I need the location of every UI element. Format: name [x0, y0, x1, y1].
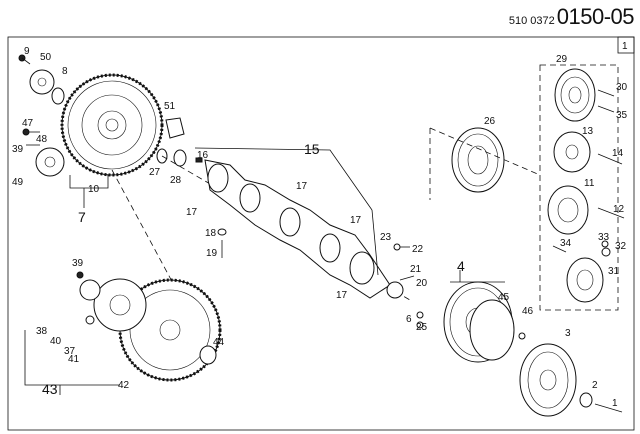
callout-18: 18 [205, 228, 217, 239]
flywheel-group [18, 54, 187, 208]
vibration-damper [443, 281, 526, 363]
callout-7: 7 [78, 209, 86, 225]
callout-27: 27 [149, 167, 161, 178]
callout-51: 51 [164, 101, 176, 112]
ring-45 [469, 299, 515, 361]
washer-18 [217, 228, 227, 236]
callout-35: 35 [616, 110, 628, 121]
bushing [51, 87, 65, 105]
woodruff-key-16 [195, 157, 203, 163]
callout-8: 8 [62, 66, 68, 77]
pulley-26 [451, 127, 505, 193]
callout-17-d: 17 [336, 290, 348, 301]
callout-42: 42 [118, 380, 130, 391]
pulley-31 [566, 257, 604, 303]
callout-33: 33 [598, 232, 610, 243]
callout-17-b: 17 [186, 207, 198, 218]
ring-gear-flywheel [76, 271, 222, 382]
washer-2 [579, 392, 593, 408]
callout-22: 22 [412, 244, 424, 255]
callout-34: 34 [560, 238, 572, 249]
callout-31: 31 [608, 266, 620, 277]
callout-43: 43 [42, 381, 58, 397]
pilot-sleeve [165, 117, 185, 139]
pulley-29 [554, 68, 596, 122]
callout-2: 2 [592, 380, 598, 391]
callout-4: 4 [457, 258, 465, 274]
callout-49: 49 [12, 177, 24, 188]
callout-50: 50 [40, 52, 52, 63]
callout-3: 3 [565, 328, 571, 339]
callout-48: 48 [36, 134, 48, 145]
callout-39-bottom: 39 [72, 258, 84, 269]
timing-gear [386, 281, 404, 299]
doc-number: 510 0372 [508, 15, 555, 27]
callout-47: 47 [22, 118, 34, 129]
callout-15: 15 [304, 141, 320, 157]
callout-23: 23 [380, 232, 392, 243]
crankshaft [204, 159, 404, 299]
drawing-frame [7, 36, 635, 431]
callout-28: 28 [170, 175, 182, 186]
callout-37: 37 [64, 346, 76, 357]
bolt-12 [597, 207, 625, 219]
callout-16: 16 [197, 150, 209, 161]
callout-13: 13 [582, 126, 594, 137]
callout-19: 19 [206, 248, 218, 259]
callout-25: 25 [416, 322, 428, 333]
sheet-id: 0150-05 [556, 4, 635, 29]
drive-plate [29, 69, 55, 95]
callout-12: 12 [613, 204, 625, 215]
page-box-label: 1 [622, 41, 628, 52]
callout-21: 21 [410, 264, 422, 275]
hub-13 [553, 131, 591, 173]
callout-6: 6 [406, 314, 412, 325]
callout-17-a: 17 [296, 181, 308, 192]
callout-10: 10 [88, 184, 100, 195]
callout-30: 30 [616, 82, 628, 93]
callout-44: 44 [213, 337, 225, 348]
callout-14: 14 [612, 148, 624, 159]
page-box [617, 36, 635, 54]
callout-20: 20 [416, 278, 428, 289]
pulley-11 [547, 185, 589, 235]
callout-41: 41 [68, 354, 80, 365]
bushing-44 [199, 345, 217, 365]
document-header: 510 0372 0150-05 [508, 4, 635, 30]
callout-39-top: 39 [12, 144, 24, 155]
callout-40: 40 [50, 336, 62, 347]
callout-29: 29 [556, 54, 568, 65]
callout-32: 32 [615, 241, 627, 252]
callout-38: 38 [36, 326, 48, 337]
adapter-plate [93, 278, 147, 332]
pulley-3 [519, 343, 577, 417]
callout-11: 11 [584, 178, 595, 189]
callout-1: 1 [612, 398, 618, 409]
callout-45: 45 [498, 292, 510, 303]
pressure-plate [35, 147, 65, 177]
bolt-1 [594, 403, 623, 413]
callout-17-c: 17 [350, 215, 362, 226]
callout-26: 26 [484, 116, 496, 127]
callout-46: 46 [522, 306, 534, 317]
callout-9: 9 [24, 46, 30, 57]
